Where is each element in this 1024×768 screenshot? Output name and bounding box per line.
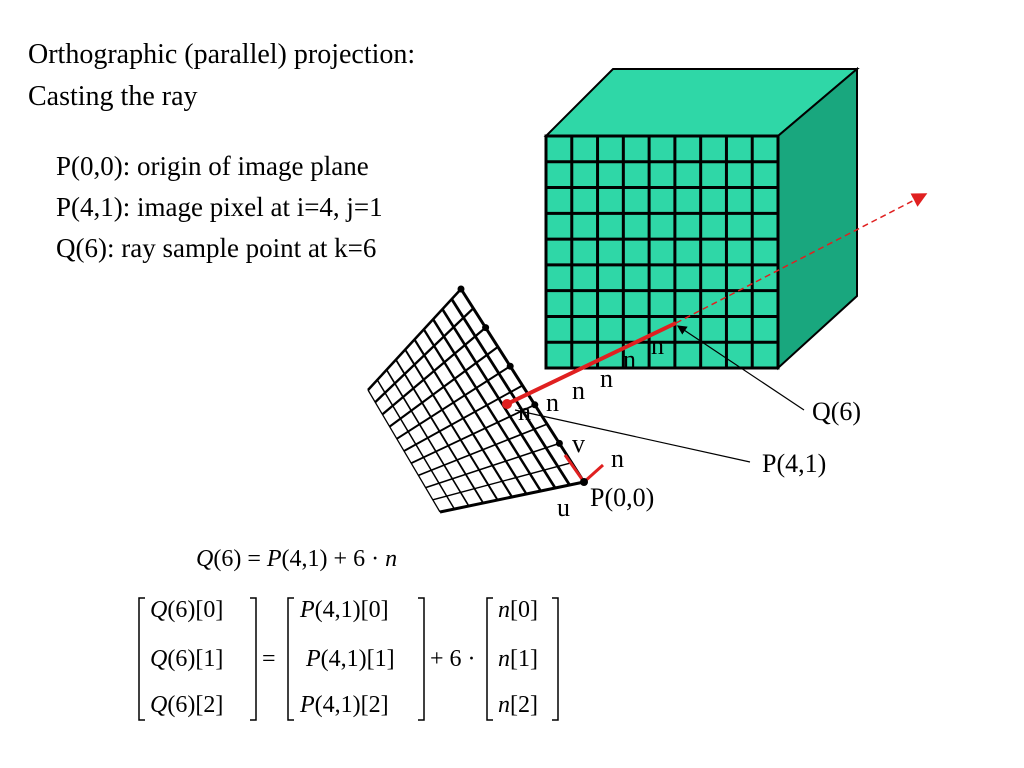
image-plane-grid-line	[459, 288, 586, 483]
label-n-step: n	[651, 331, 664, 360]
ray	[502, 193, 928, 409]
image-plane-edge-dot	[555, 439, 563, 447]
image-plane-grid-line	[441, 308, 557, 489]
n-axis	[582, 463, 605, 484]
lhs-row-1: Q(6)[1]	[150, 646, 224, 672]
image-plane-grid-line	[432, 462, 572, 501]
p41-leader-line	[514, 409, 751, 463]
image-plane-grid-line	[450, 298, 571, 486]
image-plane-edge-dot	[482, 324, 490, 332]
image-plane-grid-line	[425, 442, 560, 489]
rhs-right-bracket	[552, 597, 559, 721]
label-p41: P(4,1)	[762, 449, 826, 478]
label-n-step: n	[518, 397, 531, 426]
rhs-row-0: n[0]	[498, 597, 538, 623]
label-q6: Q(6)	[812, 397, 861, 426]
rhs-row-2: n[2]	[498, 692, 538, 718]
definition-p00: P(0,0): origin of image plane	[56, 151, 369, 181]
p00-point	[580, 478, 588, 486]
p41-point	[502, 399, 512, 409]
eq-n-symbol: n	[385, 546, 398, 572]
matrix-brackets	[138, 597, 559, 721]
image-plane-grid-line	[418, 423, 548, 477]
image-plane-grid-line	[422, 328, 528, 495]
slide-title: Orthographic (parallel) projection: Cast…	[28, 34, 415, 118]
main-equation: Q(6) = P(4,1) + 6 · n	[196, 546, 397, 573]
definition-q6: Q(6): ray sample point at k=6	[56, 233, 377, 263]
rhs-left-bracket	[486, 597, 493, 721]
label-n-axis: n	[611, 444, 624, 473]
matrix-equals: =	[262, 646, 276, 672]
lhs-right-bracket	[250, 597, 257, 721]
lhs-left-bracket	[138, 597, 145, 721]
image-plane-grid-line	[439, 480, 585, 514]
cube-front-face	[544, 134, 780, 370]
mid-right-bracket	[418, 597, 425, 721]
image-plane-edge-dot	[506, 362, 514, 370]
q6-leader-line	[677, 325, 805, 411]
image-plane-grid-line	[413, 338, 513, 498]
title-line-1: Orthographic (parallel) projection:	[28, 39, 416, 70]
mid-left-bracket	[287, 597, 294, 721]
title-line-2: Casting the ray	[28, 81, 198, 112]
image-plane-grid-line	[432, 318, 542, 492]
label-n-step: n	[623, 345, 636, 374]
ray-solid-segment	[506, 321, 677, 406]
label-u: u	[557, 493, 570, 522]
label-p00: P(0,0)	[590, 483, 654, 512]
lhs-row-0: Q(6)[0]	[150, 597, 224, 623]
basis-vectors	[563, 454, 605, 486]
matrix-plus-six: + 6 ·	[430, 646, 476, 672]
image-plane-edge-dot	[457, 285, 465, 293]
definitions-list: P(0,0): origin of image plane P(4,1): im…	[56, 146, 383, 269]
mid-row-1: P(4,1)[1]	[306, 646, 395, 672]
eq-p-symbol: P	[266, 546, 282, 572]
image-plane-grid-line	[410, 403, 536, 465]
label-n-step: n	[600, 364, 613, 393]
label-n-step: n	[546, 388, 559, 417]
lhs-row-2: Q(6)[2]	[150, 692, 224, 718]
image-plane	[367, 285, 588, 514]
rhs-row-1: n[1]	[498, 646, 538, 672]
definition-p41: P(4,1): image pixel at i=4, j=1	[56, 192, 383, 222]
eq-p-arg: (4,1) + 6 ·	[281, 546, 386, 572]
ray-dashed-segment	[675, 193, 928, 324]
v-axis	[563, 454, 586, 483]
volume-cube	[543, 66, 860, 371]
eq-q-symbol: Q	[196, 546, 214, 572]
mid-row-2: P(4,1)[2]	[300, 692, 389, 718]
label-v: v	[572, 429, 585, 458]
eq-q-arg: (6) =	[213, 546, 267, 572]
mid-row-0: P(4,1)[0]	[300, 597, 389, 623]
label-n-step: n	[572, 376, 585, 405]
image-plane-edge-dot	[531, 401, 539, 409]
